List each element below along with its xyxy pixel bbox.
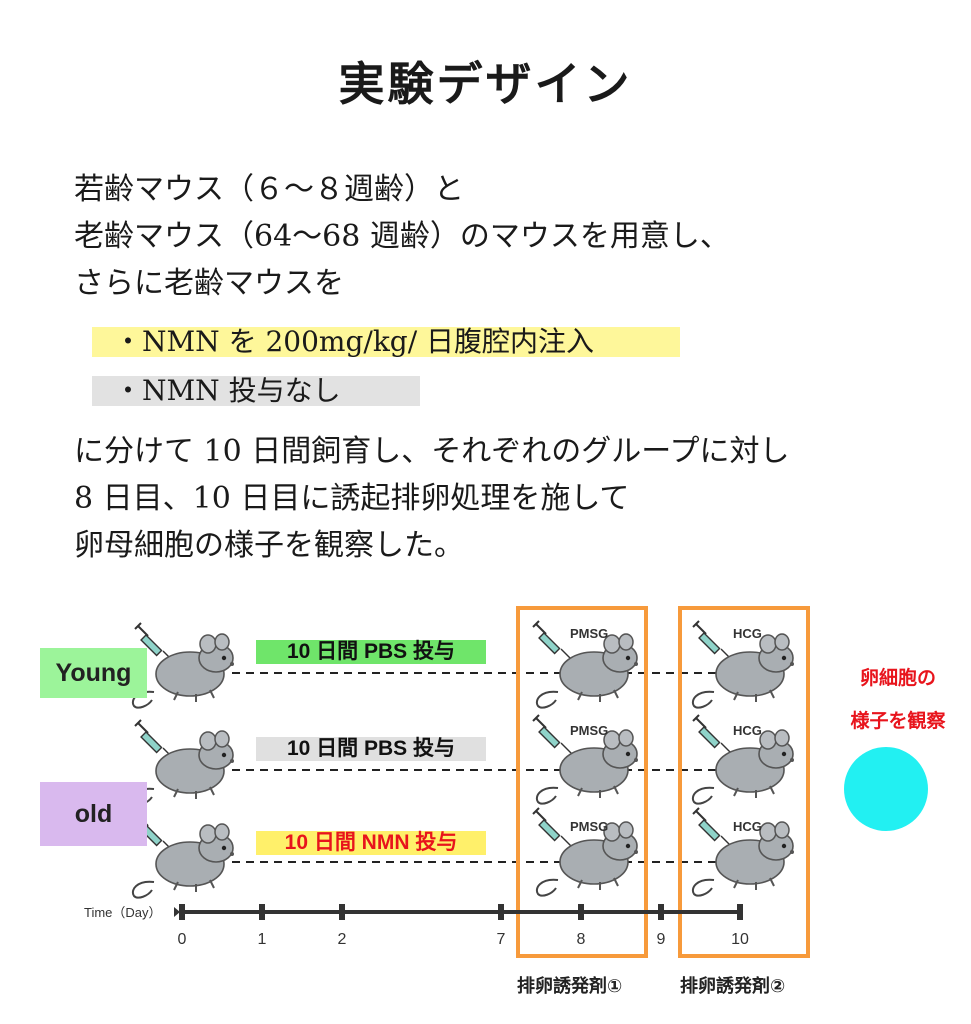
timeline-tick-label: 0 <box>178 931 187 948</box>
intro-line-3: さらに老齢マウスを <box>74 266 344 301</box>
timeline-tick-label: 1 <box>258 931 267 948</box>
timeline-tick-label: 9 <box>657 931 666 948</box>
day10-highlight-box <box>678 606 810 958</box>
drug1-label: PMSG <box>570 723 608 738</box>
day8-highlight-box <box>516 606 648 958</box>
treatment-old-nmn: 10 日間 NMN 投与 <box>256 831 486 855</box>
timeline-tick <box>339 904 345 920</box>
timeline-tick-label: 7 <box>497 931 506 948</box>
ovulation-agent-1: 排卵誘発剤① <box>517 976 623 997</box>
timeline-tick-label: 2 <box>338 931 347 948</box>
drug2-label: HCG <box>733 819 762 834</box>
timeline-tick <box>259 904 265 920</box>
body-line-2: 8 日目、10 日目に誘起排卵処理を施して <box>74 481 630 516</box>
body-line-3: 卵母細胞の様子を観察した。 <box>74 528 464 563</box>
treatment-young-pbs: 10 日間 PBS 投与 <box>256 640 486 664</box>
timeline-label: Time（Day） <box>84 905 162 920</box>
drug2-label: HCG <box>733 626 762 641</box>
timeline-tick <box>658 904 664 920</box>
intro-text: 若齢マウス（６～８週齢）と 老齢マウス（64～68 週齢）のマウスを用意し、 さ… <box>74 166 730 307</box>
syringe-icon <box>532 620 573 661</box>
timeline-tick-label: 10 <box>731 931 749 948</box>
timeline-tick <box>737 904 743 920</box>
timeline-tick <box>578 904 584 920</box>
ovulation-agent-2: 排卵誘発剤② <box>680 976 786 997</box>
syringe-icon <box>532 807 573 848</box>
treatment-old-pbs: 10 日間 PBS 投与 <box>256 737 486 761</box>
group-young: Young <box>40 648 147 698</box>
timeline-tick-label: 8 <box>577 931 586 948</box>
syringe-icon <box>692 807 733 848</box>
intro-line-1: 若齢マウス（６～８週齢）と <box>74 172 464 207</box>
drug1-label: PMSG <box>570 626 608 641</box>
drug1-label: PMSG <box>570 819 608 834</box>
option-nmn: ・NMN を 200mg/kg/ 日腹腔内注入 <box>92 327 680 357</box>
page-title: 実験デザイン <box>338 57 633 111</box>
body-line-1: に分けて 10 日間飼育し、それぞれのグループに対し <box>74 434 790 469</box>
syringe-icon <box>692 714 733 755</box>
syringe-icon <box>134 719 175 760</box>
drug2-label: HCG <box>733 723 762 738</box>
observe-text-line-2: 様子を観察 <box>850 710 946 732</box>
option-no-nmn: ・NMN 投与なし <box>92 376 420 406</box>
syringe-icon <box>532 714 573 755</box>
body-text: に分けて 10 日間飼育し、それぞれのグループに対し 8 日目、10 日目に誘起… <box>74 428 789 569</box>
timeline-tick <box>179 904 185 920</box>
intro-line-2: 老齢マウス（64～68 週齢）のマウスを用意し、 <box>74 219 730 254</box>
timeline-arrow-icon <box>174 907 180 917</box>
observe-text-line-1: 卵細胞の <box>859 667 936 689</box>
timeline-tick <box>498 904 504 920</box>
syringe-icon <box>692 620 733 661</box>
oocyte-circle <box>844 747 928 831</box>
group-old: old <box>40 782 147 846</box>
